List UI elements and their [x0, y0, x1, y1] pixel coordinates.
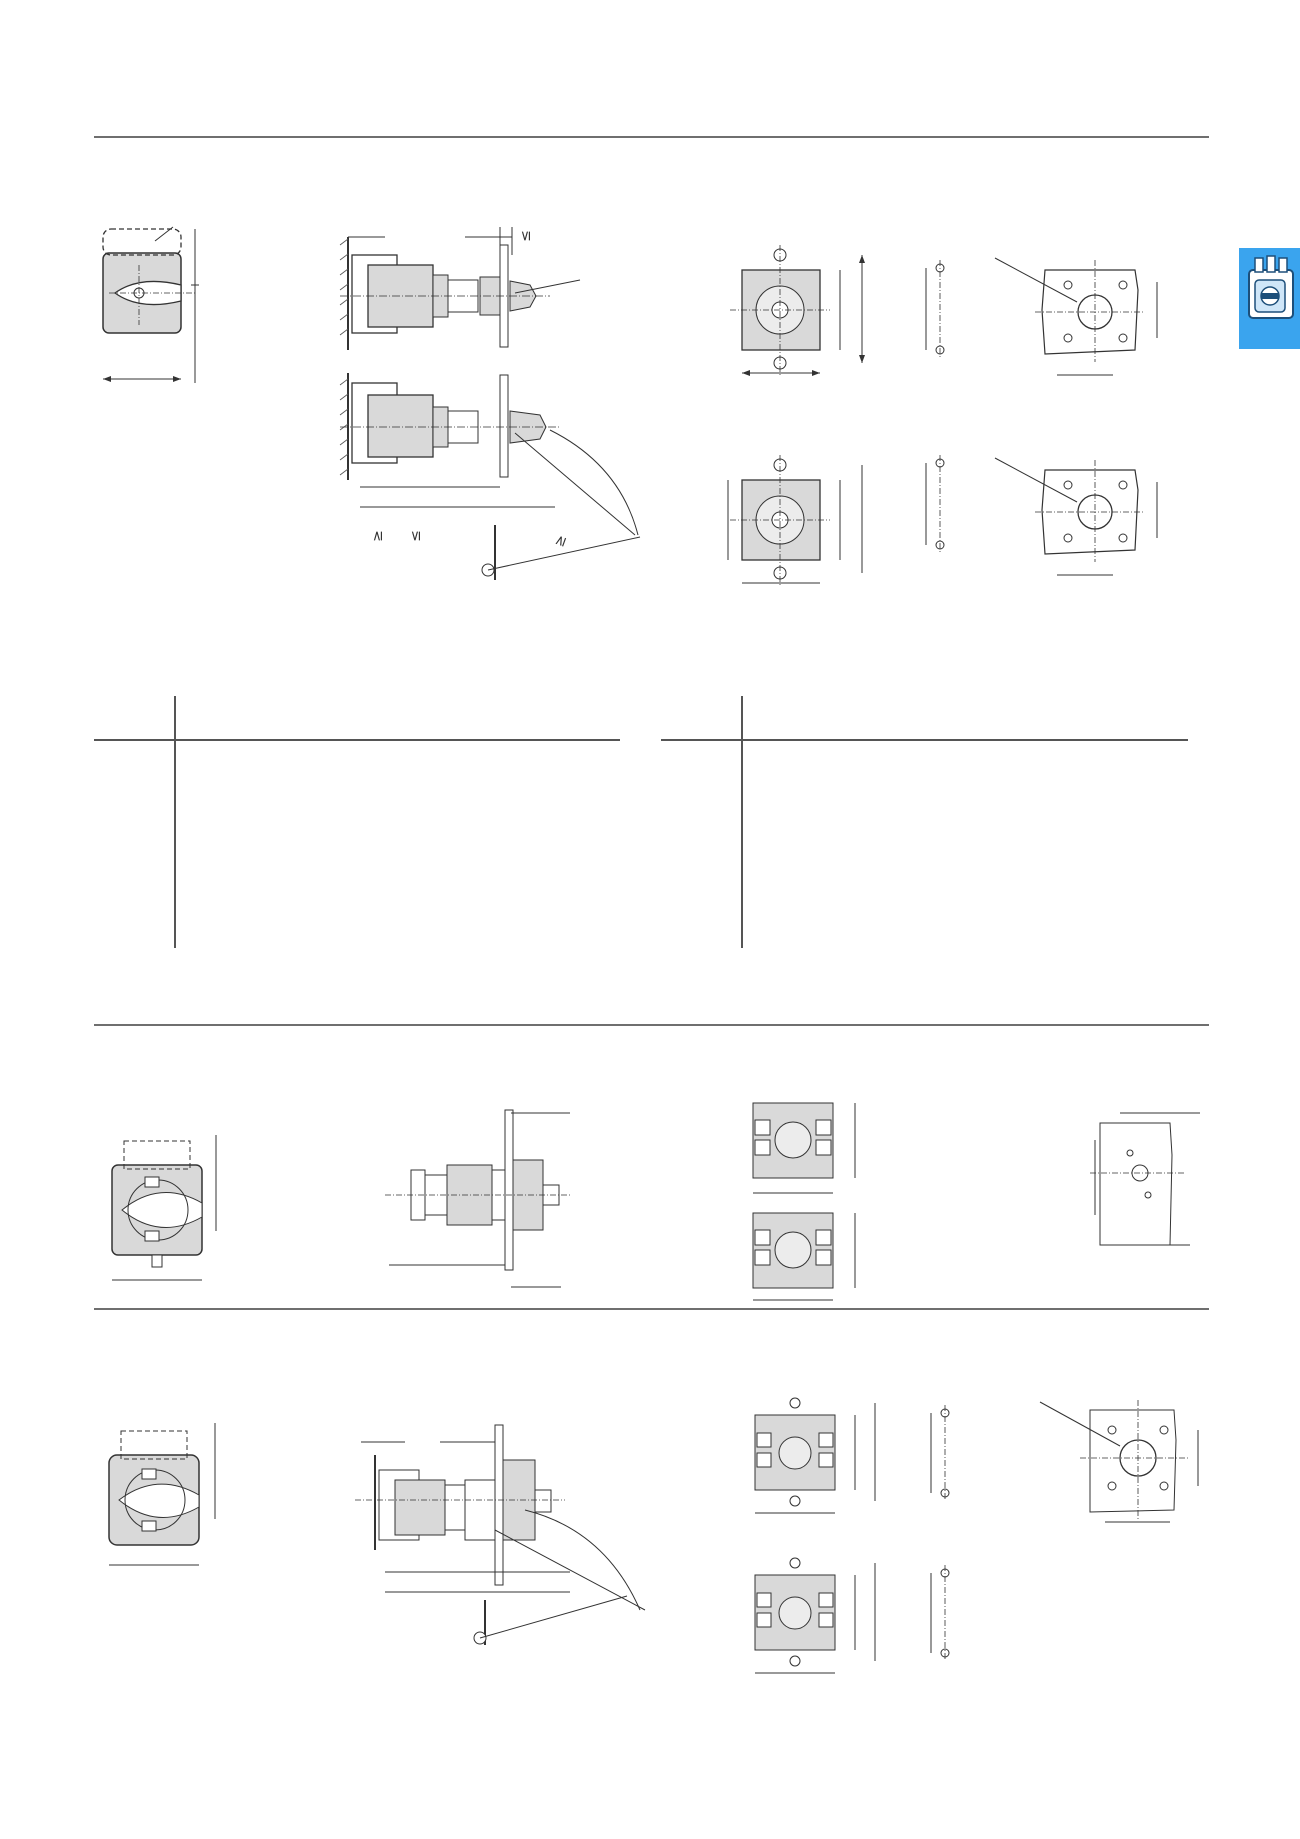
panel-cutout-diagram-1	[994, 257, 1158, 376]
table-left-header-rule	[94, 739, 620, 741]
side-view-mounting-diagram-1	[339, 227, 641, 580]
terminal-view-diagram-2	[754, 1397, 876, 1674]
hole-spacing-diagram-1	[925, 260, 945, 358]
side-view-diagram-2	[385, 1109, 570, 1288]
hole-spacing-diagram-3	[930, 1405, 950, 1501]
side-view-mounting-diagram-3	[355, 1424, 646, 1645]
table-left-column-divider	[174, 696, 176, 948]
section-rule-lower	[94, 1308, 1209, 1310]
panel-cutout-diagram-4	[1039, 1400, 1199, 1523]
section-rule-middle	[94, 1024, 1209, 1026]
table-right-header-rule	[661, 739, 1188, 741]
front-view-handle-diagram-2	[111, 1135, 217, 1281]
le-symbol-1: ≤	[517, 230, 534, 242]
front-view-handle-diagram-1	[102, 226, 199, 383]
panel-cutout-diagram-3	[1090, 1112, 1200, 1246]
ge-symbol-1: ≥	[369, 530, 386, 542]
hole-spacing-diagram-4	[930, 1565, 950, 1661]
front-view-handle-diagram-3	[108, 1423, 216, 1566]
panel-cutout-diagram-2	[994, 457, 1158, 576]
section-rule-top	[94, 136, 1209, 138]
rotary-switch-icon	[1248, 255, 1294, 319]
front-view-switch-diagram-2	[727, 455, 863, 585]
hole-spacing-diagram-2	[925, 455, 945, 553]
front-view-switch-diagram-1	[730, 245, 865, 376]
table-right-column-divider	[741, 696, 743, 948]
le-symbol-2: ≤	[407, 530, 424, 542]
category-tab[interactable]	[1239, 248, 1300, 349]
terminal-view-diagram-1	[752, 1102, 856, 1301]
